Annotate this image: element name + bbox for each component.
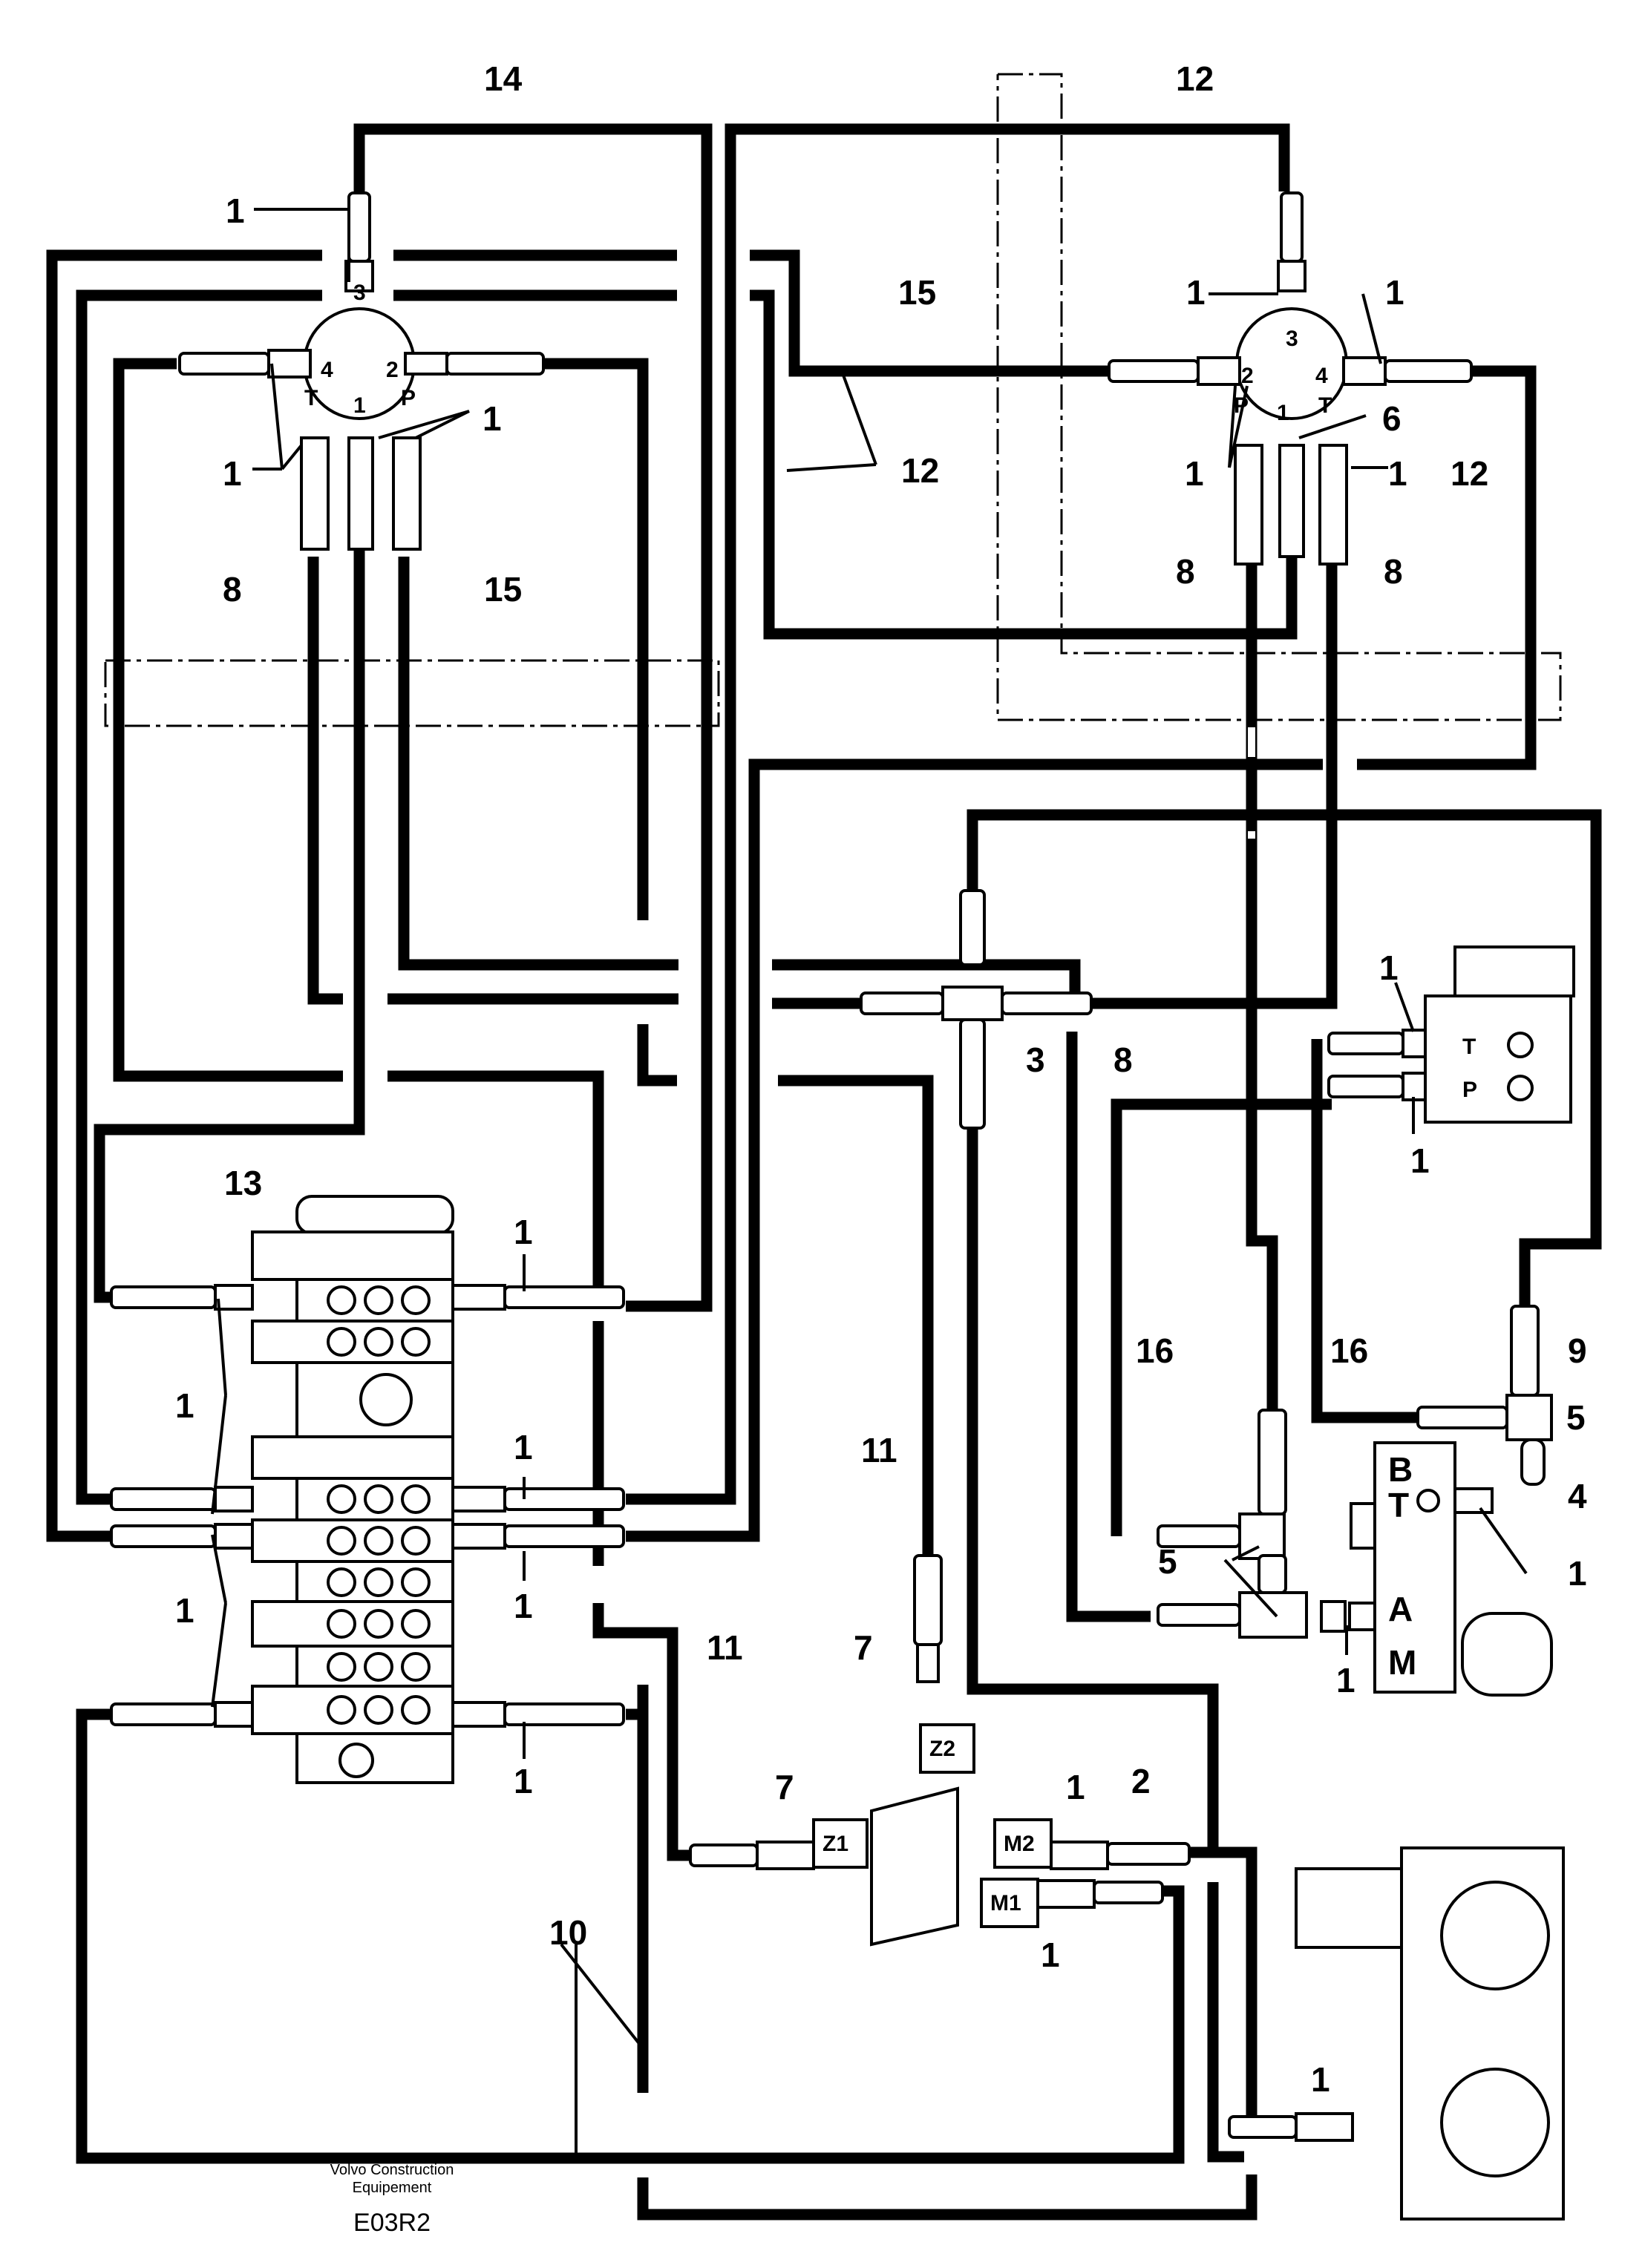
block-Z1: Z1 [822, 1832, 848, 1856]
control-valve-bank [110, 1195, 625, 1784]
port-2-right: 2 [1241, 364, 1254, 388]
label-1: 1 [514, 1428, 533, 1466]
label-1: 1 [1185, 454, 1204, 493]
label-14: 14 [484, 59, 523, 98]
label-8: 8 [223, 570, 242, 609]
label-1: 1 [175, 1591, 194, 1630]
label-1: 1 [1379, 948, 1399, 987]
pilot-valve-left [178, 191, 545, 551]
label-1: 1 [483, 399, 502, 438]
label-1: 1 [223, 454, 242, 493]
label-16: 16 [1136, 1331, 1174, 1370]
bta-valve-block [1320, 1441, 1553, 1697]
block-M1: M1 [990, 1891, 1021, 1915]
block-labels: Z2 Z1 M2 M1 [822, 1737, 1035, 1915]
label-13: 13 [224, 1164, 262, 1202]
label-15: 15 [898, 273, 936, 312]
directional-valve-block [689, 1554, 1191, 1947]
caption-subtitle: Equipement [353, 2180, 432, 2196]
label-1: 1 [1186, 273, 1206, 312]
caption-code: E03R2 [353, 2209, 431, 2237]
label-1: 1 [1311, 2060, 1330, 2099]
label-1: 1 [1388, 454, 1407, 493]
label-1: 1 [175, 1386, 194, 1425]
port-P-block: P [1462, 1078, 1477, 1102]
label-1: 1 [514, 1587, 533, 1625]
frame-15 [104, 73, 1562, 727]
port-labels: 3 4 2 T 1 P 3 2 4 P 1 T T P B T A M [304, 281, 1477, 1682]
port-2-left: 2 [386, 358, 399, 382]
port-1-right: 1 [1277, 401, 1289, 425]
label-15: 15 [484, 570, 522, 609]
label-1: 1 [226, 191, 245, 230]
label-16: 16 [1330, 1331, 1368, 1370]
port-3-left: 3 [353, 281, 366, 305]
label-8: 8 [1113, 1040, 1133, 1079]
caption-company: Volvo Construction [330, 2162, 454, 2178]
label-5: 5 [1566, 1398, 1586, 1437]
label-7: 7 [775, 1768, 794, 1806]
label-12-top: 12 [1176, 59, 1214, 98]
label-10: 10 [549, 1913, 587, 1952]
label-1: 1 [514, 1213, 533, 1251]
hose-lines [46, 123, 1602, 2221]
label-1: 1 [1041, 1936, 1060, 1974]
port-T-block: T [1462, 1035, 1476, 1059]
label-1: 1 [1385, 273, 1404, 312]
label-5: 5 [1158, 1542, 1177, 1581]
label-8: 8 [1176, 552, 1195, 591]
label-1: 1 [1066, 1768, 1085, 1806]
port-A: A [1388, 1590, 1413, 1628]
pump-unit [1228, 1846, 1565, 2221]
port-3-right: 3 [1286, 327, 1298, 351]
label-1: 1 [1568, 1554, 1587, 1593]
label-11: 11 [707, 1628, 743, 1667]
callout-labels: 14 12 1 1 1 15 1 1 12 6 1 1 12 8 15 8 8 … [175, 59, 1587, 2099]
label-9: 9 [1568, 1331, 1587, 1370]
port-M: M [1388, 1643, 1416, 1682]
port-P-right: P [1234, 393, 1249, 418]
port-4-right: 4 [1315, 364, 1328, 388]
leader-lines [211, 208, 1528, 2158]
port-T-left: T [304, 386, 318, 410]
label-2: 2 [1131, 1762, 1151, 1800]
label-4: 4 [1568, 1477, 1587, 1515]
port-B: B [1388, 1450, 1413, 1489]
tp-valve-block [1327, 945, 1575, 1124]
label-7: 7 [854, 1628, 873, 1667]
label-12: 12 [901, 451, 939, 490]
port-P-left: P [401, 386, 416, 410]
label-3: 3 [1026, 1040, 1045, 1079]
block-M2: M2 [1004, 1832, 1035, 1856]
label-1: 1 [1410, 1141, 1430, 1180]
label-1: 1 [1336, 1661, 1355, 1700]
cross-fitting-3 [860, 889, 1093, 1130]
block-Z2: Z2 [929, 1737, 955, 1761]
port-T-right: T [1318, 393, 1332, 418]
label-12: 12 [1451, 454, 1488, 493]
pilot-valve-right [1108, 191, 1473, 566]
tee-fittings-5 [1157, 1305, 1553, 1639]
label-6: 6 [1382, 399, 1402, 438]
port-1-left: 1 [353, 393, 366, 418]
port-T: T [1388, 1486, 1409, 1524]
label-1: 1 [514, 1762, 533, 1800]
label-8: 8 [1384, 552, 1403, 591]
caption: Volvo Construction Equipement E03R2 [330, 2162, 454, 2237]
label-11: 11 [861, 1431, 897, 1469]
port-4-left: 4 [321, 358, 333, 382]
